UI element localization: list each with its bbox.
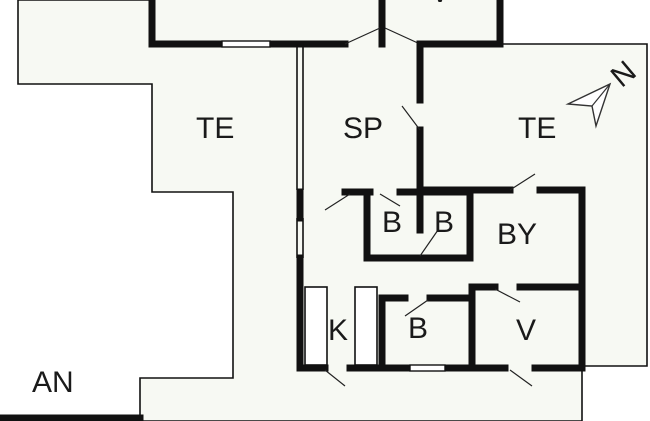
room-label-te-right: TE	[518, 112, 556, 145]
room-label-b3: B	[408, 312, 428, 345]
room-label-k: K	[328, 314, 348, 347]
room-label-v-lower: V	[516, 314, 536, 347]
bathroom-walls	[324, 173, 536, 262]
top-door-swings	[344, 27, 421, 45]
compass-arrow-icon	[565, 82, 612, 129]
house-footprint	[150, 0, 582, 368]
top-window	[221, 40, 271, 48]
room-label-b2: B	[434, 206, 454, 239]
top-walls	[148, 0, 504, 48]
room-label-v-top: V	[430, 0, 450, 9]
room-label-by: BY	[497, 218, 537, 251]
lower-room-walls	[304, 283, 586, 387]
room-label-te-left: TE	[196, 112, 234, 145]
room-label-an: AN	[32, 366, 74, 399]
center-walls	[296, 40, 424, 194]
room-label-sp: SP	[343, 112, 383, 145]
room-label-b1: B	[382, 206, 402, 239]
